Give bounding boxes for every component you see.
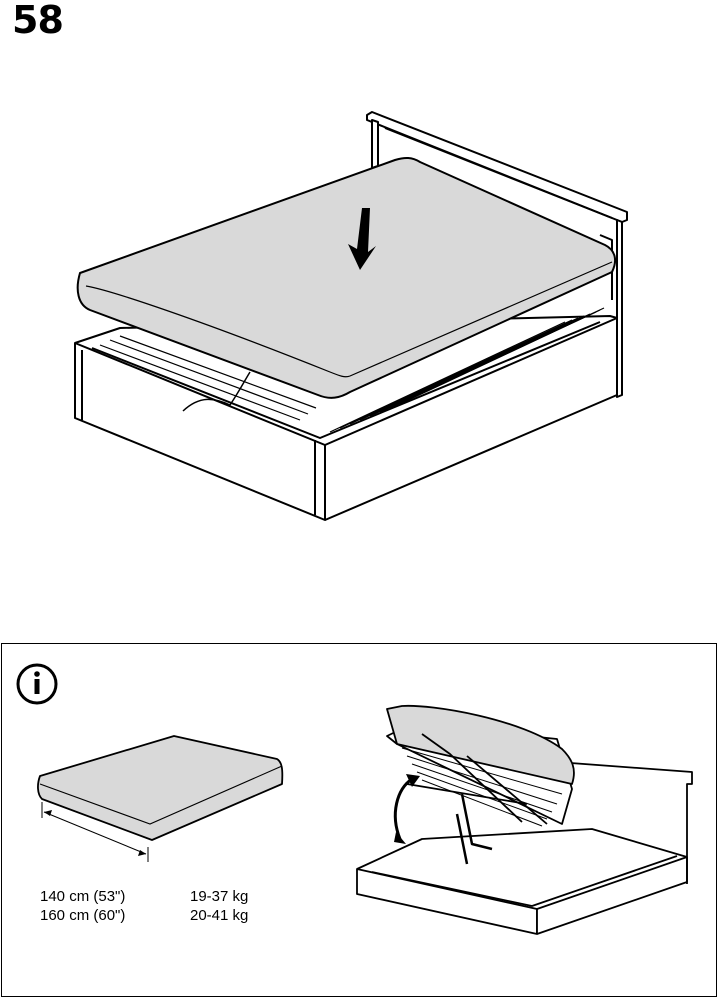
spec-weight-140: 19-37 kg: [190, 888, 249, 905]
info-panel-illustrations: [16, 663, 693, 935]
mattress-spec-sizes: 140 cm (53") 160 cm (60"): [40, 887, 125, 925]
info-icon: [16, 663, 58, 705]
spec-size-140: 140 cm (53"): [40, 888, 126, 905]
slat-base: [99, 307, 605, 433]
bed-lift-illustration: [356, 704, 693, 935]
lifted-slats: [401, 747, 563, 827]
info-panel: 140 cm (53") 160 cm (60") 19-37 kg 20-41…: [1, 643, 717, 997]
down-arrow-icon: [348, 208, 376, 270]
mattress-spec-weights: 19-37 kg 20-41 kg: [190, 887, 248, 925]
mattress-small: [37, 735, 284, 862]
cable: [182, 371, 251, 412]
step-number: 58: [12, 0, 64, 42]
spec-size-160: 160 cm (60"): [40, 907, 126, 924]
up-down-arrow-icon: [393, 774, 420, 844]
bed-mattress-illustration: [74, 111, 628, 521]
spec-weight-160: 20-41 kg: [190, 907, 249, 924]
mattress: [76, 156, 617, 399]
